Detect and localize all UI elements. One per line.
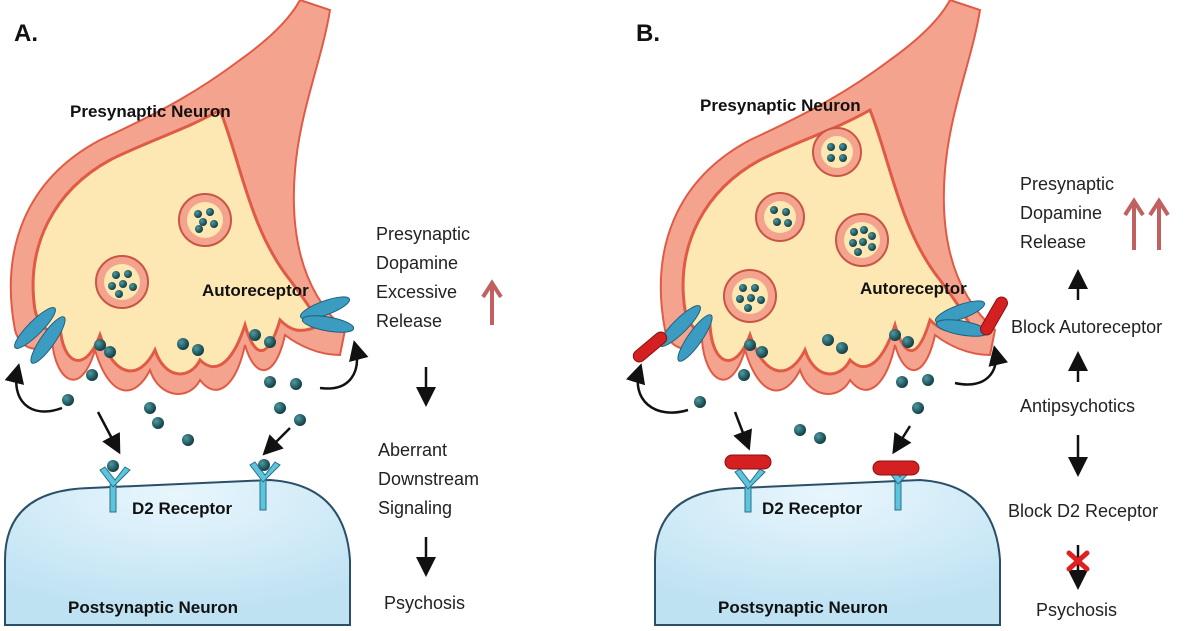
postsynaptic-neuron-label-a: Postsynaptic Neuron bbox=[68, 598, 239, 617]
arrow-icon bbox=[262, 427, 291, 456]
vesicle-b3 bbox=[835, 213, 889, 267]
presynaptic-cytoplasm-a bbox=[31, 107, 323, 376]
panel-label-b: B. bbox=[636, 20, 660, 47]
autoreceptor-a-right bbox=[299, 296, 355, 333]
autoreceptor-b-right bbox=[934, 296, 1008, 337]
presynaptic-neuron-label-a: Presynaptic Neuron bbox=[70, 102, 231, 121]
flow-block-autoreceptor: Block Autoreceptor bbox=[1011, 317, 1163, 337]
flow-psychosis-a: Psychosis bbox=[384, 593, 466, 613]
antipsychotic-blocker bbox=[632, 331, 668, 363]
dopamine-cluster-a bbox=[62, 369, 306, 446]
antipsychotic-blocker bbox=[980, 296, 1008, 336]
up-arrow-icon bbox=[481, 279, 503, 325]
vesicle-b2 bbox=[755, 192, 805, 242]
flow-excessive-release: Presynaptic Dopamine Excessive Release bbox=[376, 224, 471, 331]
flow-antipsychotics: Antipsychotics bbox=[1020, 396, 1136, 416]
d2-receptor-b-left bbox=[724, 454, 772, 513]
d2-receptor-label-a: D2 Receptor bbox=[132, 499, 233, 518]
arrow-icon bbox=[733, 411, 752, 451]
curved-arrow-icon bbox=[4, 363, 63, 413]
d2-receptor-a-right bbox=[249, 459, 281, 511]
panel-a bbox=[4, 0, 503, 626]
postsynaptic-neuron-a bbox=[4, 478, 351, 626]
antipsychotic-blocker bbox=[872, 460, 920, 476]
postsynaptic-neuron-label-b: Postsynaptic Neuron bbox=[718, 598, 889, 617]
autoreceptor-label-a: Autoreceptor bbox=[202, 281, 309, 300]
d2-receptor-b-right bbox=[872, 460, 920, 511]
vesicle-b1 bbox=[812, 127, 862, 177]
curved-arrow-icon bbox=[319, 340, 369, 390]
postsynaptic-neuron-b bbox=[654, 478, 1001, 626]
curved-arrow-icon bbox=[954, 345, 1009, 386]
autoreceptor-a-left bbox=[14, 307, 66, 364]
presynaptic-neuron-label-b: Presynaptic Neuron bbox=[700, 96, 861, 115]
flow-psychosis-b: Psychosis bbox=[1036, 600, 1118, 620]
vesicle-a2 bbox=[95, 255, 149, 309]
autoreceptor-b-left bbox=[632, 305, 713, 363]
panel-b bbox=[625, 0, 1170, 626]
flow-block-d2: Block D2 Receptor bbox=[1008, 501, 1159, 521]
d2-receptor-label-b: D2 Receptor bbox=[762, 499, 863, 518]
vesicle-b4 bbox=[723, 269, 777, 323]
flow-aberrant-signaling: Aberrant Downstream Signaling bbox=[378, 440, 480, 518]
blocked-x-icon bbox=[1066, 550, 1090, 572]
panel-label-a: A. bbox=[14, 20, 38, 47]
d2-receptor-a-left bbox=[99, 460, 131, 513]
up-arrow-icon bbox=[1148, 197, 1170, 250]
autoreceptor-label-b: Autoreceptor bbox=[860, 279, 967, 298]
curved-arrow-icon bbox=[625, 363, 689, 414]
arrow-icon bbox=[892, 425, 912, 455]
dopamine-cluster-b bbox=[694, 369, 934, 444]
arrow-icon bbox=[96, 411, 121, 455]
up-arrow-icon bbox=[1123, 197, 1145, 250]
antipsychotic-blocker bbox=[724, 454, 772, 470]
flow-dopamine-release: Presynaptic Dopamine Release bbox=[1020, 174, 1115, 252]
vesicle-a1 bbox=[178, 193, 232, 247]
